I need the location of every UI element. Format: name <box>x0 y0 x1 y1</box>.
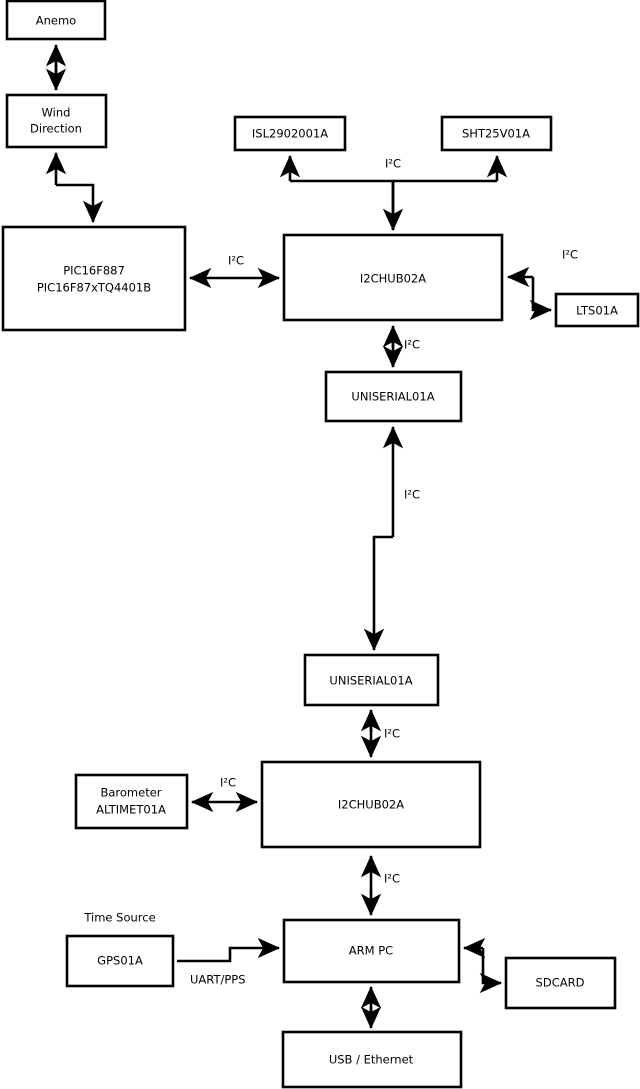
connector-pic-hub-top: I²C <box>188 254 281 289</box>
connector-gps-arm: UART/PPS <box>177 937 281 987</box>
node-sht-label: SHT25V01A <box>462 127 530 141</box>
connector-hub-lts: I²C <box>506 248 578 321</box>
node-sdcard[interactable]: SDCARD <box>504 956 617 1010</box>
edge-label-hub-sensors: I²C <box>385 157 401 171</box>
node-wind-direction[interactable]: Wind Direction <box>5 93 108 149</box>
connector-pic-wind-direction <box>45 151 104 224</box>
node-wind-direction-label-line1: Wind <box>42 106 71 120</box>
node-hub-bottom-label: I2CHUB02A <box>338 798 404 812</box>
node-barometer-label-line1: Barometer <box>100 786 161 800</box>
node-pic-label-line2: PIC16F87xTQ4401B <box>37 281 151 295</box>
node-pic-label-line1: PIC16F887 <box>63 264 125 278</box>
node-lts01a[interactable]: LTS01A <box>554 292 640 328</box>
node-i2chub02a-top[interactable]: I2CHUB02A <box>282 233 504 322</box>
caption-time-source: Time Source <box>83 911 155 925</box>
node-sdcard-label: SDCARD <box>536 976 585 990</box>
connector-hub-arm: I²C <box>360 854 400 917</box>
node-uniserial-bottom-label: UNISERIAL01A <box>329 674 412 688</box>
edge-label-hub-uniserial: I²C <box>404 338 420 352</box>
node-uniserial-top-label: UNISERIAL01A <box>351 390 434 404</box>
node-sht25v01a[interactable]: SHT25V01A <box>440 115 553 152</box>
node-usb-ethernet[interactable]: USB / Ethernet <box>281 1030 463 1089</box>
node-gps-label: GPS01A <box>97 954 143 968</box>
edge-label-hub-lts: I²C <box>562 248 578 262</box>
node-uniserial01a-bottom[interactable]: UNISERIAL01A <box>303 653 440 707</box>
node-wind-direction-label-line2: Direction <box>30 122 82 136</box>
node-lts-label: LTS01A <box>576 304 618 318</box>
edge-label-gps-arm: UART/PPS <box>190 973 246 987</box>
node-uniserial01a-top[interactable]: UNISERIAL01A <box>324 370 463 423</box>
connector-barometer-hub: I²C <box>190 776 259 813</box>
node-i2chub02a-bottom[interactable]: I2CHUB02A <box>260 760 482 849</box>
connector-arm-sdcard <box>462 937 503 994</box>
node-arm-pc[interactable]: ARM PC <box>282 918 461 984</box>
node-anemo-label: Anemo <box>36 14 76 28</box>
node-isl-label: ISL2902001A <box>252 127 328 141</box>
edge-label-hub-arm: I²C <box>384 872 400 886</box>
node-hub-top-label: I2CHUB02A <box>360 272 426 286</box>
node-usb-ethernet-label: USB / Ethernet <box>329 1053 414 1067</box>
node-gps01a[interactable]: GPS01A <box>65 934 175 988</box>
edge-label-uniserial-link: I²C <box>404 488 420 502</box>
connector-uniserial-hub-bottom: I²C <box>360 708 400 759</box>
connector-hub-uniserial-top: I²C <box>382 324 420 369</box>
node-pic-microcontroller[interactable]: PIC16F887 PIC16F87xTQ4401B <box>1 225 187 332</box>
connector-uniserial-link: I²C <box>363 425 420 652</box>
node-barometer-label-line2: ALTIMET01A <box>96 803 166 817</box>
node-arm-pc-label: ARM PC <box>349 944 393 958</box>
edge-label-pic-hub: I²C <box>228 254 244 268</box>
edge-label-barometer-hub: I²C <box>220 776 236 790</box>
node-barometer-altimet01a[interactable]: Barometer ALTIMET01A <box>74 773 189 830</box>
connector-hub-sensors: I²C <box>279 154 508 232</box>
edge-label-uniserial-hub: I²C <box>384 727 400 741</box>
node-anemo[interactable]: Anemo <box>5 0 107 41</box>
node-isl2902001a[interactable]: ISL2902001A <box>233 115 347 152</box>
